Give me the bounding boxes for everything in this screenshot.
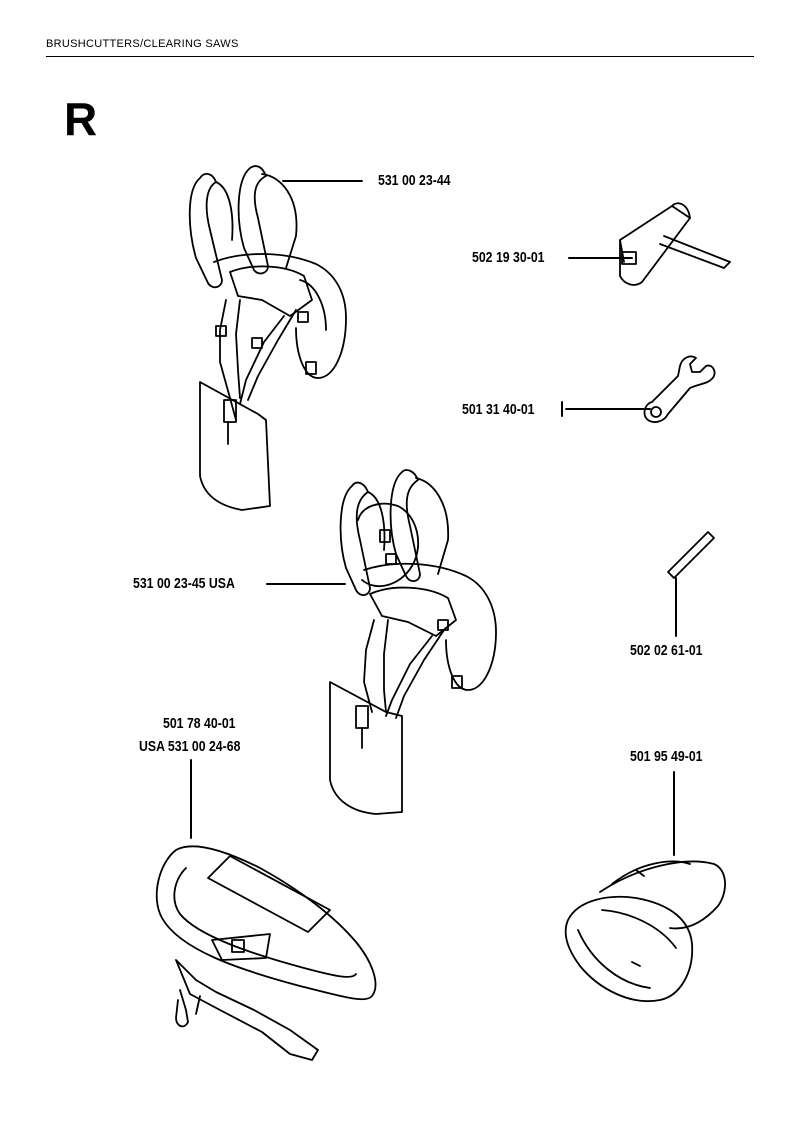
- combination-spanner-illustration: [619, 202, 731, 286]
- header-divider: [46, 56, 754, 57]
- harness-illustration: [188, 165, 347, 511]
- harness-usa-illustration: [329, 469, 497, 815]
- pin-illustration: [667, 531, 715, 579]
- section-letter: R: [64, 93, 98, 145]
- part-label-wrench: 501 31 40-01: [462, 401, 535, 418]
- part-label-combination-spanner: 502 19 30-01: [472, 249, 545, 266]
- hip-pad-illustration: [564, 860, 726, 1002]
- page-header-title: BRUSHCUTTERS/CLEARING SAWS: [46, 38, 239, 50]
- belt-illustration: [155, 845, 377, 1061]
- wrench-illustration: [643, 355, 716, 423]
- part-label-harness: 531 00 23-44: [378, 172, 451, 189]
- part-label-belt-usa: USA 531 00 24-68: [139, 738, 241, 755]
- part-label-belt: 501 78 40-01: [163, 715, 236, 732]
- part-label-pin: 502 02 61-01: [630, 642, 703, 659]
- part-label-harness-usa: 531 00 23-45 USA: [133, 575, 235, 592]
- part-label-hip-pad: 501 95 49-01: [630, 748, 703, 765]
